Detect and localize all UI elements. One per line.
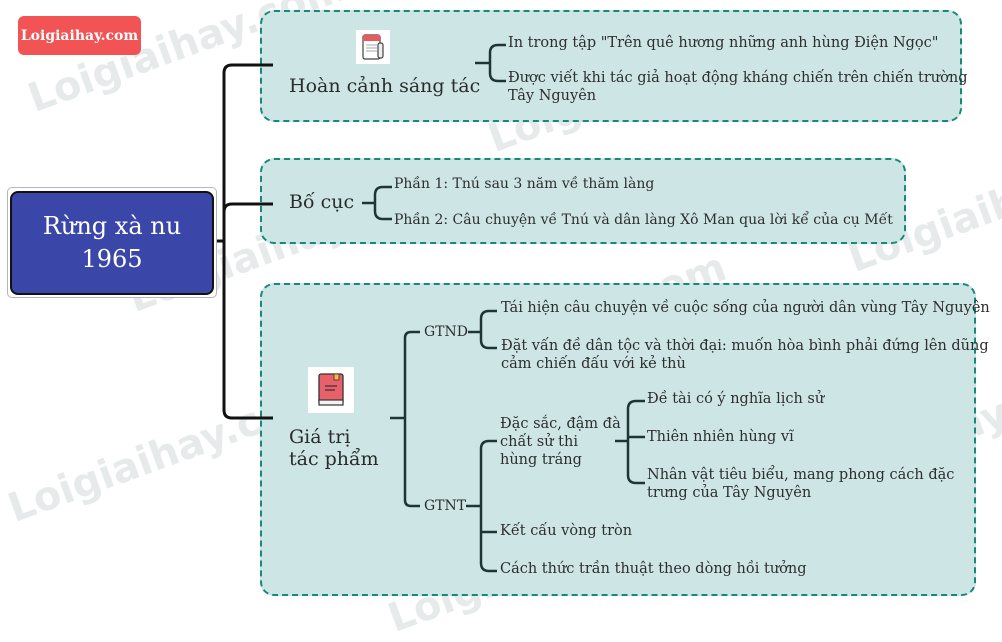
brand-logo[interactable]: Loigiaihay.com xyxy=(18,16,141,55)
panel-context xyxy=(260,10,962,122)
newspaper-icon xyxy=(356,30,390,64)
gtnd-label[interactable]: GTND xyxy=(424,324,468,340)
context-item: In trong tập "Trên quê hương những anh h… xyxy=(508,35,939,51)
epic-item: Nhân vật tiêu biểu, mang phong cách đặc xyxy=(647,467,955,483)
root-node[interactable]: Rừng xà nu 1965 xyxy=(10,191,214,295)
root-year: 1965 xyxy=(81,245,143,273)
layout-item: Phần 2: Câu chuyện về Tnú và dân làng Xô… xyxy=(394,212,893,228)
book-icon xyxy=(308,367,354,413)
gtnd-item: Đặt vấn đề dân tộc và thời đại: muốn hòa… xyxy=(501,338,989,354)
connector-lines xyxy=(212,43,645,573)
brand-logo-text: Loigiaihay.com xyxy=(20,27,139,44)
panel-layout xyxy=(260,158,906,244)
branch-title-value-line2: tác phẩm xyxy=(289,448,379,470)
gtnd-item: cảm chiến đấu với kẻ thù xyxy=(501,356,686,372)
root-title: Rừng xà nu xyxy=(42,212,182,240)
gtnt-label[interactable]: GTNT xyxy=(424,498,467,514)
epic-item: trưng của Tây Nguyên xyxy=(647,485,812,501)
epic-title[interactable]: Đặc sắc, đậm đà xyxy=(500,416,621,432)
art-item-structure: Kết cấu vòng tròn xyxy=(500,523,633,539)
branch-title-layout[interactable]: Bố cục xyxy=(289,191,355,213)
epic-title-line2: chất sử thi xyxy=(500,434,578,450)
art-item-narration: Cách thức trần thuật theo dòng hồi tưởng xyxy=(500,561,807,577)
epic-item: Đề tài có ý nghĩa lịch sử xyxy=(647,391,825,407)
panel-value xyxy=(260,283,976,596)
context-item: Tây Nguyên xyxy=(508,88,597,104)
branch-title-value[interactable]: Giá trị xyxy=(289,426,351,448)
gtnd-item: Tái hiện câu chuyện về cuộc sống của ngư… xyxy=(501,300,990,316)
epic-title-line3: hùng tráng xyxy=(500,452,582,468)
branch-title-context[interactable]: Hoàn cảnh sáng tác xyxy=(289,75,481,97)
layout-item: Phần 1: Tnú sau 3 năm về thăm làng xyxy=(394,176,655,192)
context-item: Được viết khi tác giả hoạt động kháng ch… xyxy=(508,70,968,86)
epic-item: Thiên nhiên hùng vĩ xyxy=(647,429,794,445)
